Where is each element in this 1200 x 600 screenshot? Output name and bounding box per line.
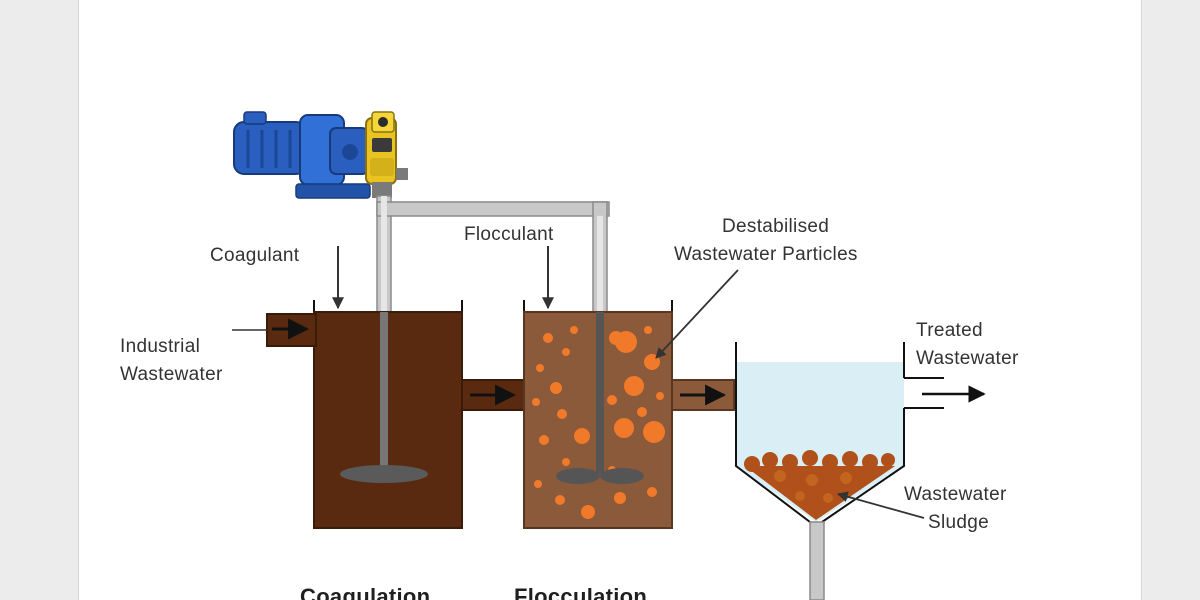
caption-coagulation: Coagulation xyxy=(300,584,430,600)
label-sludge-2: Sludge xyxy=(928,512,989,533)
particles-pointer xyxy=(655,269,739,359)
label-treated-2: Wastewater xyxy=(916,348,1019,369)
connector-pipe-1 xyxy=(461,379,525,411)
clarifier-tank xyxy=(735,342,986,600)
label-industrial-1: Industrial xyxy=(120,336,200,357)
label-flocculant: Flocculant xyxy=(464,224,554,245)
label-destabilised-2: Wastewater Particles xyxy=(674,244,858,265)
sludge-pointer xyxy=(836,491,925,519)
label-sludge-1: Wastewater xyxy=(904,484,1007,505)
mixer-paddle-icon xyxy=(340,312,428,483)
label-coagulant: Coagulant xyxy=(210,245,300,266)
label-treated-1: Treated xyxy=(916,320,983,341)
connector-pipe-2 xyxy=(671,379,735,411)
label-industrial-2: Wastewater xyxy=(120,364,223,385)
mixer-paddle-icon xyxy=(556,312,644,484)
caption-flocculation: Flocculation xyxy=(514,584,647,600)
dosing-pump-icon xyxy=(365,111,408,198)
motor-icon xyxy=(233,111,371,199)
feed-pipes xyxy=(376,195,610,315)
label-destabilised-1: Destabilised xyxy=(722,216,829,237)
particles-group xyxy=(532,326,665,519)
coagulation-tank xyxy=(266,300,463,529)
